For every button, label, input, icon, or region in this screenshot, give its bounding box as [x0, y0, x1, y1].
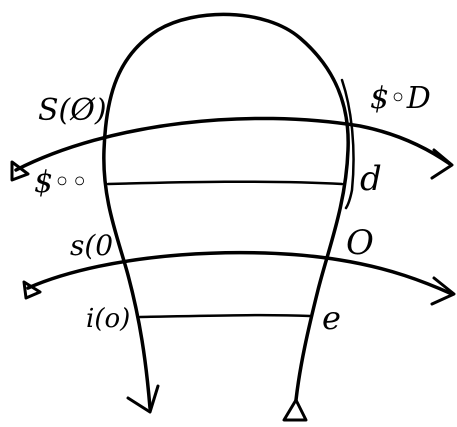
- label-bottom-right: e: [322, 299, 341, 337]
- connector-line-upper: [106, 180, 344, 186]
- upper-arc-arrowhead: [430, 148, 454, 180]
- lower-arc-line: [26, 250, 454, 296]
- label-lower-right: O: [346, 223, 374, 263]
- upper-arc-line: [14, 116, 452, 172]
- label-bottom-left: i(o): [86, 304, 131, 334]
- loop-down-arrowhead: [126, 384, 160, 414]
- lower-arc-tail-triangle: [22, 280, 42, 300]
- loop-right-double-stroke: [340, 78, 355, 210]
- label-lower-left: s(0: [70, 229, 114, 262]
- label-mid-right: d: [360, 159, 382, 199]
- label-mid-left: $◦◦: [34, 165, 89, 200]
- label-upper-right: $◦D: [370, 81, 431, 116]
- upper-arc-tail-triangle: [10, 160, 30, 182]
- lower-arc-arrowhead: [430, 276, 456, 306]
- connector-line-lower: [138, 313, 312, 319]
- label-upper-left: S(Ø): [38, 93, 107, 128]
- hairpin-loop-curve: [102, 12, 350, 410]
- loop-bottom-triangle: [282, 398, 308, 422]
